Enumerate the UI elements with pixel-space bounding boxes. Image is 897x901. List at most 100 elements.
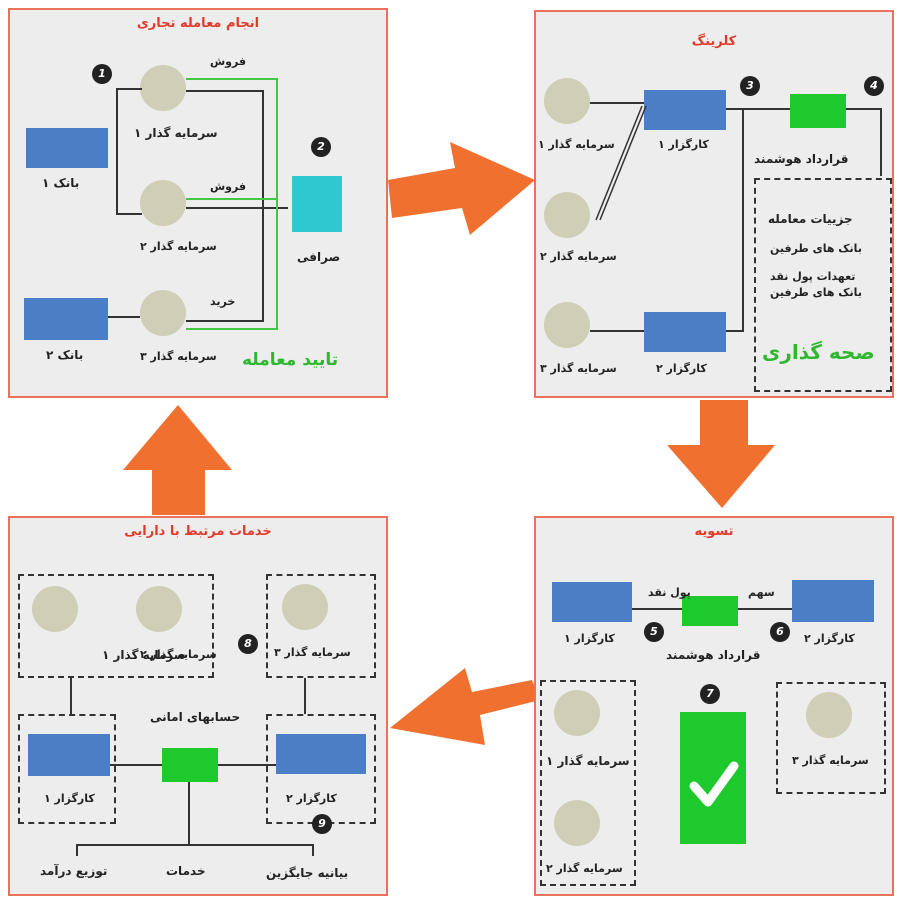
detail-cash: تعهدات پول نقد xyxy=(770,270,856,283)
broker-1-document xyxy=(644,90,726,130)
investor-broker-link xyxy=(595,105,647,221)
settlement-panel: تسویه کارگزار ۱ کارگزار ۲ پول نقد سهم قر… xyxy=(534,516,894,896)
broker-2-label: کارگزار ۲ xyxy=(804,632,855,645)
asset-services-panel-title: خدمات مرتبط با دارایی xyxy=(124,524,272,539)
investor-3-node xyxy=(140,290,186,336)
broker-1-document xyxy=(552,582,632,622)
connector xyxy=(590,102,644,104)
investor-3-box xyxy=(266,574,376,678)
settlement-complete-check xyxy=(680,712,746,844)
alternative-statement-label: بیانیه جایگزین xyxy=(266,866,349,880)
connector xyxy=(738,608,792,610)
connector xyxy=(76,844,78,856)
connector xyxy=(880,108,882,176)
connector xyxy=(116,213,142,215)
arrow-to-settlement xyxy=(667,400,775,508)
broker-2-document xyxy=(644,312,726,352)
detail-cash-banks: بانک های طرفین xyxy=(770,286,862,299)
custody-accounts-label: حسابهای امانی xyxy=(150,710,241,724)
smart-contract-box xyxy=(682,596,738,626)
investor-3-label: سرمایه گذار ۳ xyxy=(140,350,217,363)
bank-1-document xyxy=(26,128,108,168)
step-6-badge: 6 xyxy=(770,622,790,642)
connector xyxy=(846,108,882,110)
broker-1-label: کارگزار ۱ xyxy=(564,632,615,645)
buy-label: خرید xyxy=(210,295,236,308)
investor-3-label: سرمایه گذار ۳ xyxy=(274,646,351,659)
connector xyxy=(218,764,276,766)
connector xyxy=(186,90,262,92)
investor-3-label: سرمایه گذار ۳ xyxy=(792,754,869,767)
investor-2-node xyxy=(554,800,600,846)
step-5-badge: 5 xyxy=(644,622,664,642)
verification-box xyxy=(754,178,892,392)
connector xyxy=(262,90,264,320)
confirm-line xyxy=(186,328,278,330)
step-1-badge: 1 xyxy=(92,64,112,84)
clearing-panel-title: کلرینگ xyxy=(691,34,737,49)
investor-1-node xyxy=(544,78,590,124)
connector xyxy=(312,844,314,856)
broker-2-label: کارگزار ۲ xyxy=(656,362,707,375)
connector xyxy=(726,330,744,332)
investor-1-label: سرمایه گذار ۱ xyxy=(538,138,615,151)
connector xyxy=(70,678,72,714)
investor-1-node xyxy=(32,586,78,632)
step-9-badge: 9 xyxy=(312,814,332,834)
investor-2-label: سرمایه گذار ۲ xyxy=(540,250,617,263)
investor-2-node xyxy=(140,180,186,226)
services-label: خدمات xyxy=(166,864,206,878)
checkmark-icon xyxy=(689,761,739,807)
investor-1-label: سرمایه گذار ۱ xyxy=(102,648,186,662)
share-label: سهم xyxy=(748,586,775,599)
sell-2-label: فروش xyxy=(210,180,247,193)
smart-contract-label: قرارداد هوشمند xyxy=(754,152,849,166)
investor-3-node xyxy=(282,584,328,630)
confirm-line xyxy=(186,198,278,200)
step-7-badge: 7 xyxy=(700,684,720,704)
investor-3-label: سرمایه گذار ۳ xyxy=(540,362,617,375)
detail-banks: بانک های طرفین xyxy=(770,242,862,255)
investor-1-label: سرمایه گذار ۱ xyxy=(134,126,218,140)
broker-2-document xyxy=(792,580,874,622)
investor-3-box xyxy=(776,682,886,794)
investors-1-2-box xyxy=(18,574,214,678)
connector xyxy=(186,320,264,322)
connector xyxy=(110,764,162,766)
detail-trade: جزییات معامله xyxy=(768,212,853,226)
investor-1-label: سرمایه گذار ۱ xyxy=(546,754,630,768)
smart-contract-label: قرارداد هوشمند xyxy=(666,648,761,662)
trade-panel-title: انجام معامله تجاری xyxy=(136,16,260,31)
settlement-panel-title: تسویه xyxy=(694,524,734,539)
confirm-line xyxy=(276,78,278,328)
broker-1-label: کارگزار ۱ xyxy=(44,792,95,805)
investor-2-label: سرمایه گذار ۲ xyxy=(140,648,217,661)
exchange-node xyxy=(292,176,342,232)
connector xyxy=(188,782,190,844)
cash-label: پول نقد xyxy=(648,586,691,599)
smart-contract-box xyxy=(790,94,846,128)
custody-contract-box xyxy=(162,748,218,782)
broker-2-label: کارگزار ۲ xyxy=(286,792,337,805)
investor-1-node xyxy=(554,690,600,736)
broker-2-document xyxy=(276,734,366,774)
investor-3-node xyxy=(806,692,852,738)
bank-2-document xyxy=(24,298,108,340)
connector xyxy=(726,108,790,110)
arrow-to-trade xyxy=(123,405,232,515)
exchange-label: صرافی xyxy=(297,250,341,264)
investor-2-label: سرمایه گذار ۲ xyxy=(140,240,217,253)
sell-1-label: فروش xyxy=(210,55,247,68)
broker-1-document xyxy=(28,734,110,776)
investor-2-node xyxy=(136,586,182,632)
confirm-line xyxy=(186,78,278,80)
investor-1-node xyxy=(140,65,186,111)
broker-1-box xyxy=(18,714,116,824)
investors-1-2-box xyxy=(540,680,636,886)
arrow-to-clearing xyxy=(388,142,535,235)
connector xyxy=(108,316,140,318)
bank-2-label: بانک ۲ xyxy=(46,348,84,362)
broker-1-label: کارگزار ۱ xyxy=(658,138,709,151)
trade-panel: انجام معامله تجاری 1 2 بانک ۱ بانک ۲ سرم… xyxy=(8,8,388,398)
connector xyxy=(304,678,306,714)
